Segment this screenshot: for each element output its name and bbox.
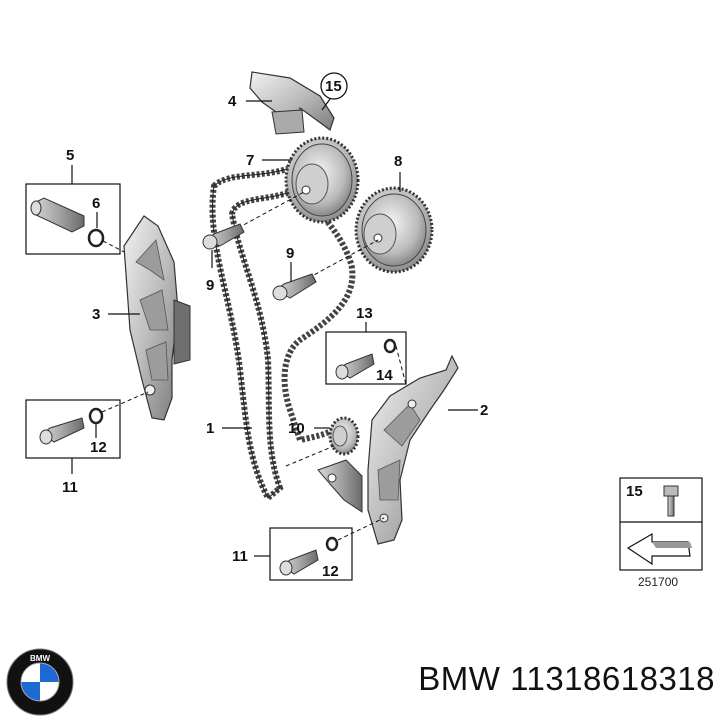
callout-6: 6 xyxy=(92,195,100,212)
sealing-ring-part-12-bottom xyxy=(325,536,339,552)
chain-tensioner-part-5 xyxy=(30,197,85,233)
callout-7: 7 xyxy=(246,152,254,169)
part-15-reference-box: 15 xyxy=(619,477,703,571)
dashed-line-7 xyxy=(237,191,305,229)
callout-12-bottom: 12 xyxy=(322,563,339,580)
callout-1: 1 xyxy=(206,420,214,437)
dashed-line-12-bottom xyxy=(337,517,385,541)
callout-11-bottom: 11 xyxy=(232,548,248,565)
pin-kit-box-13 xyxy=(325,331,407,385)
callout-5: 5 xyxy=(66,147,74,164)
bolt-part-15 xyxy=(663,485,679,517)
bearing-pin-part-11-bottom xyxy=(279,549,319,576)
callout-4: 4 xyxy=(228,93,237,110)
callout-12-left: 12 xyxy=(90,439,107,456)
arrow-icon xyxy=(626,532,692,566)
dashed-line-12-left xyxy=(101,391,149,413)
camshaft-adjuster-part-8 xyxy=(354,186,434,274)
bmw-logo: BMW xyxy=(6,648,74,716)
crankshaft-sprocket-part-10 xyxy=(328,416,360,456)
tensioner-kit-box xyxy=(25,183,121,255)
bearing-pin-part-13 xyxy=(335,353,375,380)
upper-guide-rail xyxy=(249,71,335,135)
pin-kit-box-left xyxy=(25,399,121,459)
part-number-title: BMW 11318618318 xyxy=(418,660,715,697)
guide-rail-part-2 xyxy=(317,354,459,545)
callout-10: 10 xyxy=(288,420,305,437)
dashed-line-10 xyxy=(285,445,335,467)
dashed-line-14 xyxy=(395,345,411,401)
sealing-ring-part-6 xyxy=(87,228,105,248)
camshaft-adjuster-part-7 xyxy=(284,136,360,224)
callout-9-right: 9 xyxy=(286,245,294,262)
drawing-number: 251700 xyxy=(638,575,678,589)
callout-15-top: 15 xyxy=(325,78,342,95)
callout-3: 3 xyxy=(92,306,100,323)
bmw-logo-lettering: BMW xyxy=(30,654,50,663)
central-bolt-part-9-right xyxy=(272,273,317,301)
tensioning-rail-part-3 xyxy=(123,215,191,421)
sealing-ring-part-14 xyxy=(383,338,397,354)
callout-8: 8 xyxy=(394,153,402,170)
bearing-pin-part-11-left xyxy=(39,417,85,445)
callout-15-box: 15 xyxy=(626,483,643,500)
callout-14: 14 xyxy=(376,367,393,384)
callout-13: 13 xyxy=(356,305,373,322)
callout-9-left: 9 xyxy=(206,277,214,294)
pin-kit-box-bottom xyxy=(269,527,353,581)
callout-11-left: 11 xyxy=(62,479,78,496)
sealing-ring-part-12-left xyxy=(88,407,104,425)
callout-2: 2 xyxy=(480,402,488,419)
callout-15-circle: 15 xyxy=(320,72,348,111)
central-bolt-part-9-left xyxy=(202,223,245,250)
